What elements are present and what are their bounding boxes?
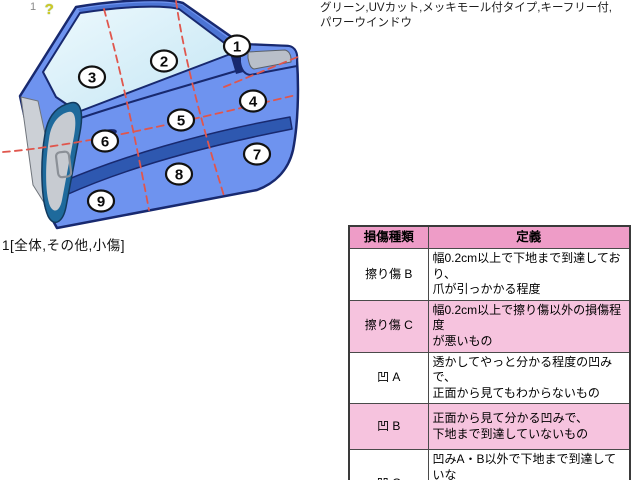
table-header-row: 損傷種類 定義 [348, 225, 631, 249]
zone-markers: 1 2 3 4 5 6 7 8 9 [77, 34, 272, 213]
definition-cell: 凹みA・B以外で下地まで到達していな いもの 凹み錆・凹み塗装剥げも含む [427, 449, 631, 480]
zone-number: 4 [249, 94, 258, 111]
spec-note-line: グリーン,UVカット,メッキモール付タイプ,キーフリー付, [320, 2, 612, 14]
zone-marker [86, 189, 116, 213]
definition-cell: 幅0.2cm以上で下地まで到達しており、 爪が引っかかる程度 [427, 248, 631, 301]
door-edge-inner-panel [46, 111, 76, 211]
zone-number: 2 [160, 54, 168, 71]
zone-marker [149, 49, 179, 73]
zone-number: 1 [233, 39, 241, 56]
edge-handle-cutout [54, 150, 73, 179]
zone-marker [77, 65, 107, 89]
zone-number: 3 [88, 70, 96, 87]
zone-marker [166, 108, 196, 132]
diagram-caption: 1[全体,その他,小傷] [2, 238, 126, 253]
zone-number: 6 [101, 134, 109, 151]
zone-marker [90, 129, 120, 153]
damage-type-cell: 擦り傷 C [348, 299, 429, 353]
zone-number: 7 [253, 147, 261, 164]
help-badge: 1 ? [30, 1, 54, 19]
belt-molding-line [62, 67, 247, 125]
help-number: 1 [30, 1, 37, 13]
question-mark-icon: ? [44, 1, 54, 18]
definition-cell: 幅0.2cm以上で擦り傷以外の損傷程度 が悪いもの [427, 299, 631, 353]
definition-cell: 正面から見て分かる凹みで、 下地まで到達していないもの [427, 403, 631, 451]
zone-marker [242, 142, 272, 166]
table-row: 凹 C凹みA・B以外で下地まで到達していな いもの 凹み錆・凹み塗装剥げも含む [348, 449, 631, 480]
spec-note-line: パワーウインドウ [320, 16, 412, 29]
zone-marker [222, 34, 252, 58]
damage-type-cell: 凹 A [348, 351, 429, 405]
zone-number: 9 [97, 194, 105, 211]
damage-type-header: 損傷種類 [348, 225, 429, 249]
molding-strip [61, 116, 293, 196]
definition-cell: 透かしてやっと分かる程度の凹みで、 正面から見てもわからないもの [427, 351, 631, 405]
definition-header: 定義 [427, 225, 631, 249]
damage-type-cell: 凹 B [348, 403, 429, 451]
zone-number: 5 [177, 113, 185, 130]
zone-marker [238, 89, 268, 113]
mirror-base [247, 49, 292, 70]
damage-type-cell: 擦り傷 B [348, 248, 429, 301]
zone-marker [164, 162, 194, 186]
zone-number: 8 [175, 167, 183, 184]
window-sash-band [78, 2, 231, 47]
door-diagram: 1 2 3 4 5 6 7 8 9 [2, 0, 301, 230]
damage-type-cell: 凹 C [348, 449, 429, 480]
spec-note: グリーン,UVカット,メッキモール付タイプ,キーフリー付, パワーウインドウ [320, 1, 638, 30]
